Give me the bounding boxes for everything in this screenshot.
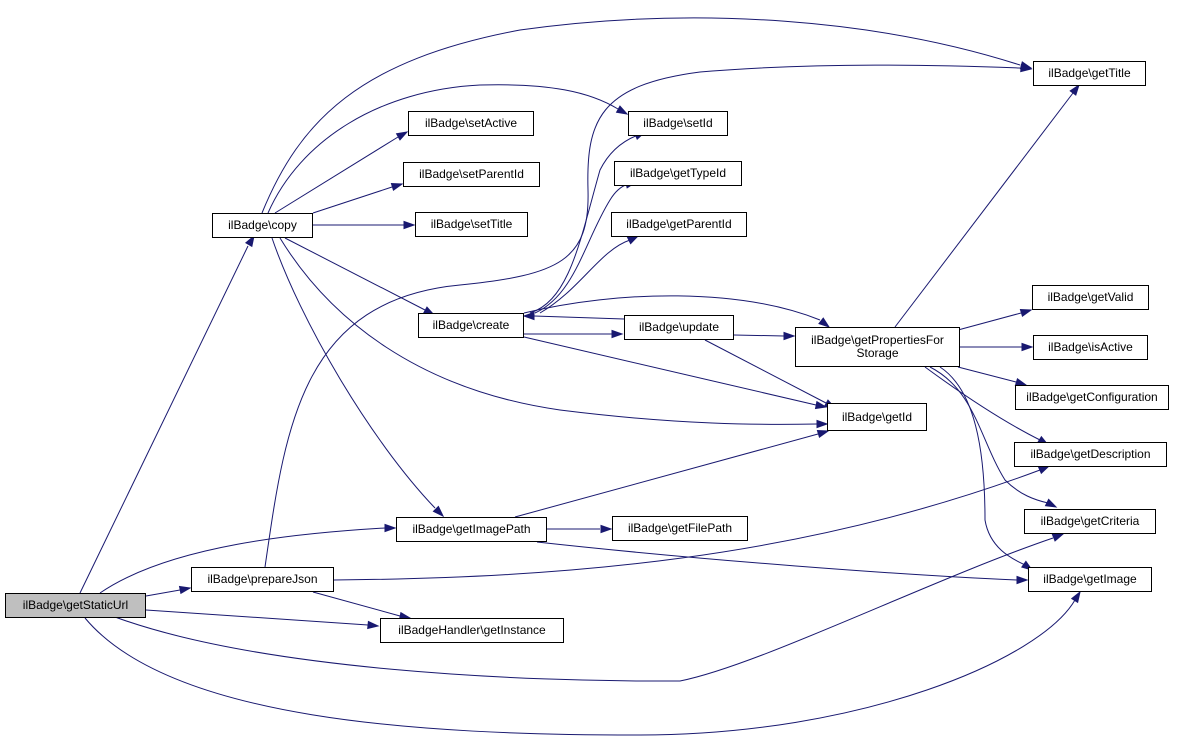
arrowhead-getstaticurl-copy [244, 234, 255, 248]
edge-create-setid [529, 134, 639, 314]
arrowhead-props-isactive [1021, 342, 1034, 352]
arrowhead-copy-getid [816, 419, 829, 429]
arrowhead-props-getcriteria [1044, 498, 1058, 508]
arrowhead-props-getvalid [1019, 308, 1033, 318]
edge-preparejson-getdescription [333, 469, 1041, 581]
edge-update-create [533, 315, 625, 320]
arrowhead-getstaticurl-getimage [1070, 590, 1081, 604]
arrowhead-getimagepath-getfilepath [600, 524, 613, 534]
edge-getstaticurl-getimage [84, 599, 1076, 736]
node-get-static-url[interactable]: ilBadge\getStaticUrl [5, 593, 146, 618]
node-get-file-path[interactable]: ilBadge\getFilePath [612, 516, 748, 541]
edge-props-gettitle [894, 92, 1074, 328]
edge-create-getid [523, 336, 817, 406]
node-get-description[interactable]: ilBadge\getDescription [1014, 442, 1167, 467]
arrowhead-create-getparentid [626, 235, 640, 245]
arrowhead-props-gettitle [1069, 83, 1080, 96]
edge-create-getpropertiesforstorage [523, 295, 821, 321]
node-set-parent-id[interactable]: ilBadge\setParentId [403, 162, 540, 187]
edge-getstaticurl-getcriteria [114, 537, 1054, 682]
arrowhead-preparejson-settitle-curve [1020, 63, 1033, 73]
edge-create-gettypeid [534, 183, 629, 314]
edge-props-getconfiguration [957, 366, 1017, 383]
arrowhead-copy-setid [615, 105, 629, 115]
node-is-active[interactable]: ilBadge\isActive [1033, 335, 1148, 360]
arrowhead-copy-setactive [395, 131, 409, 141]
edge-preparejson-settitle-curve [264, 64, 1021, 568]
edge-preparejson-getinstance [312, 591, 401, 617]
node-get-id[interactable]: ilBadge\getId [827, 403, 927, 431]
edge-props-getvalid [957, 312, 1022, 331]
edge-copy-setid [267, 84, 619, 214]
arrowhead-getstaticurl-preparejson [178, 585, 192, 595]
edge-copy-setactive [274, 136, 399, 214]
node-get-type-id[interactable]: ilBadge\getTypeId [614, 161, 742, 186]
edge-getimagepath-getimage [536, 541, 1018, 581]
edge-copy-getid [279, 237, 818, 425]
node-get-image[interactable]: ilBadge\getImage [1028, 567, 1152, 592]
node-get-title[interactable]: ilBadge\getTitle [1033, 61, 1146, 86]
node-set-active[interactable]: ilBadge\setActive [408, 111, 534, 136]
node-get-instance[interactable]: ilBadgeHandler\getInstance [380, 618, 564, 643]
edge-props-getcriteria [929, 366, 1049, 504]
arrowhead-copy-settitle [403, 220, 416, 230]
edge-update-getpropertiesforstorage [733, 334, 785, 337]
arrowhead-update-getpropertiesforstorage [783, 331, 796, 341]
edge-getstaticurl-getinstance [145, 609, 369, 626]
node-update[interactable]: ilBadge\update [624, 315, 734, 340]
arrowhead-getstaticurl-getcriteria [1051, 533, 1065, 542]
node-get-properties-for-storage[interactable]: ilBadge\getPropertiesFor Storage [795, 327, 960, 367]
edge-copy-getimagepath [271, 237, 436, 509]
node-get-configuration[interactable]: ilBadge\getConfiguration [1015, 385, 1169, 410]
arrowhead-create-getpropertiesforstorage [818, 317, 831, 328]
node-create[interactable]: ilBadge\create [418, 313, 524, 338]
edge-copy-create [284, 237, 426, 311]
edge-getimagepath-getid [514, 433, 819, 518]
arrowhead-preparejson-getdescription [1037, 465, 1051, 475]
arrowhead-copy-getimagepath [432, 505, 445, 518]
edge-props-getdescription [924, 366, 1041, 441]
node-copy[interactable]: ilBadge\copy [212, 213, 313, 238]
edge-props-getimage [939, 366, 1026, 566]
arrowhead-update-create [522, 311, 535, 321]
arrowhead-create-update [611, 329, 624, 339]
arrowhead-create-getid [814, 400, 828, 410]
arrowhead-getimagepath-getimage [1016, 575, 1029, 585]
edge-getstaticurl-copy [79, 245, 249, 594]
edge-update-getid [704, 339, 827, 404]
node-get-valid[interactable]: ilBadge\getValid [1032, 285, 1149, 310]
node-get-parent-id[interactable]: ilBadge\getParentId [611, 212, 747, 237]
edge-getstaticurl-preparejson [145, 589, 181, 597]
node-get-criteria[interactable]: ilBadge\getCriteria [1024, 509, 1156, 534]
node-set-title[interactable]: ilBadge\setTitle [415, 212, 528, 237]
edge-copy-setparentid [312, 186, 393, 214]
node-set-id[interactable]: ilBadge\setId [628, 111, 728, 136]
arrowhead-copy-setparentid [390, 182, 404, 192]
edge-copy-gettitle [261, 17, 1021, 214]
edge-create-getparentid [539, 239, 631, 314]
arrowhead-getstaticurl-getimagepath [384, 523, 397, 533]
arrowhead-getstaticurl-getinstance [367, 620, 380, 630]
node-prepare-json[interactable]: ilBadge\prepareJson [191, 567, 334, 592]
edge-getstaticurl-getimagepath [99, 527, 386, 594]
arrowhead-getimagepath-getid [816, 429, 830, 439]
node-get-image-path[interactable]: ilBadge\getImagePath [396, 517, 547, 542]
